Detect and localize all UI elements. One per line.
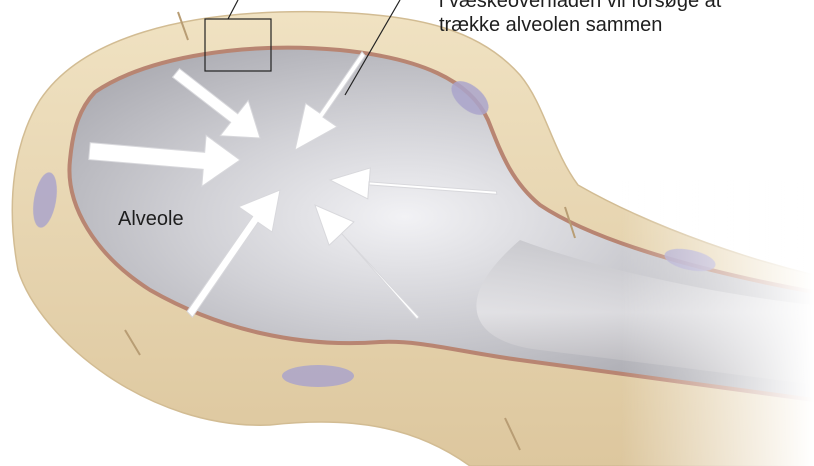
cell-nucleus	[282, 365, 354, 387]
caption-line-2: trække alveolen sammen	[439, 13, 721, 37]
caption-line-1: i væskeoverfladen vil forsøge at	[439, 0, 721, 13]
alveole-label: Alveole	[118, 207, 184, 231]
right-fade	[620, 180, 814, 466]
surface-tension-caption: i væskeoverfladen vil forsøge at trække …	[439, 0, 721, 37]
